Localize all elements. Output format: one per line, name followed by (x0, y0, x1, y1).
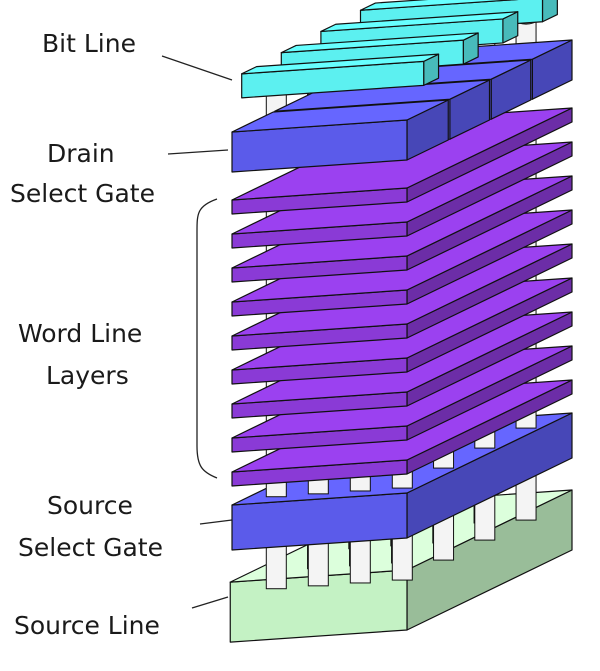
drain-select-gate-strip-top (274, 79, 491, 112)
leader-bit-line (161, 55, 233, 81)
label-drain-select-gate: Select Gate (10, 179, 155, 208)
label-drain: Drain (47, 139, 115, 168)
leader-source-select-gate (199, 519, 233, 525)
leader-lines (161, 55, 233, 609)
bit-line-top (241, 53, 440, 75)
bit-line-top (280, 32, 479, 54)
word-line-bracket (196, 198, 218, 479)
label-word-line: Word Line (18, 319, 142, 348)
drain-select-gate-strip-top (231, 99, 449, 133)
label-source: Source (47, 491, 133, 520)
label-source-line: Source Line (14, 611, 160, 640)
bit-line-top (359, 0, 519, 11)
leader-drain-select-gate (167, 149, 229, 155)
label-source-select-gate: Select Gate (18, 533, 163, 562)
leader-source-line (191, 596, 229, 609)
label-layers: Layers (46, 361, 129, 390)
labels: Bit Line Drain Select Gate Word Line Lay… (10, 29, 163, 640)
nand-stack (229, 0, 573, 643)
label-bit-line: Bit Line (42, 29, 136, 58)
bit-line-side (541, 0, 558, 23)
bit-line-top (320, 11, 519, 33)
